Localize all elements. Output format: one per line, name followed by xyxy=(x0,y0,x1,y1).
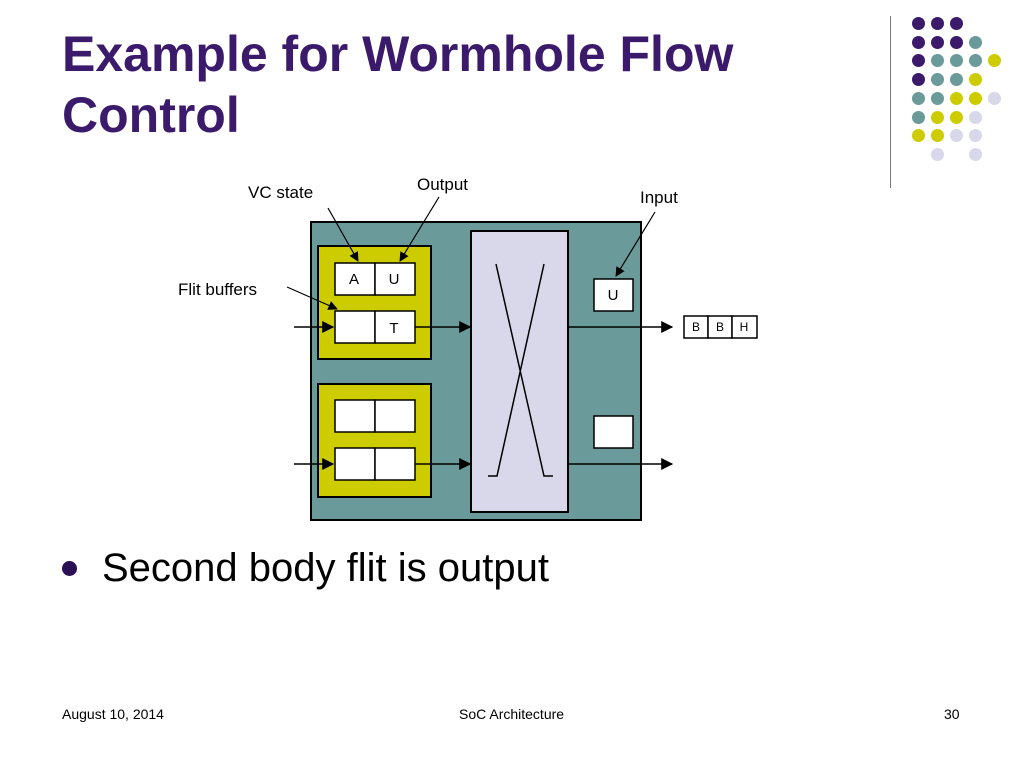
decorative-dot xyxy=(950,92,963,105)
decorative-dot xyxy=(931,73,944,86)
slide-title-line-2: Control xyxy=(62,87,240,143)
output-flit-h-text: H xyxy=(740,320,749,334)
decorative-dot xyxy=(912,111,925,124)
flit-buffer-cell xyxy=(334,310,376,344)
crossbar-path-2 xyxy=(488,263,545,477)
output-flit-b1-text: B xyxy=(692,320,700,334)
flit-buffers-label: Flit buffers xyxy=(178,280,257,299)
decorative-dot xyxy=(931,129,944,142)
crossbar-path-1 xyxy=(495,263,553,477)
decorative-dot xyxy=(969,54,982,67)
decorative-dot xyxy=(912,17,925,30)
flit-buffer-cell xyxy=(374,447,416,481)
vc-state-cell xyxy=(334,399,376,433)
decorative-dot xyxy=(931,17,944,30)
vc-state-cell xyxy=(374,399,416,433)
decorative-dot xyxy=(931,54,944,67)
slide-title: Example for Wormhole Flow Control xyxy=(62,24,862,146)
vc-state-label: VC state xyxy=(248,183,313,202)
decorative-dot xyxy=(950,17,963,30)
output-callout-arrow xyxy=(399,196,440,262)
bullet-marker xyxy=(62,561,77,576)
decorative-dot xyxy=(969,73,982,86)
vc-state-cell-u xyxy=(374,262,416,296)
decorative-dot xyxy=(988,92,1001,105)
decorative-dot xyxy=(969,36,982,49)
input-callout-arrow xyxy=(615,211,656,277)
footer-date: August 10, 2014 xyxy=(62,706,164,722)
flit-buffer-cell-t xyxy=(374,310,416,344)
vc-state-callout-arrow xyxy=(327,207,359,262)
slide-title-line-1: Example for Wormhole Flow xyxy=(62,26,734,82)
output-flit-h xyxy=(731,315,758,339)
decorative-dot xyxy=(950,73,963,86)
output-label: Output xyxy=(417,175,468,194)
decorative-dot xyxy=(988,54,1001,67)
decorative-dot xyxy=(950,129,963,142)
decorative-divider xyxy=(890,16,891,188)
output-vc-state-2 xyxy=(593,415,634,449)
decorative-dot xyxy=(912,54,925,67)
crossbar-switch xyxy=(470,230,569,513)
vc-state-u-text: U xyxy=(389,271,400,288)
decorative-dot xyxy=(912,36,925,49)
decorative-dot xyxy=(912,92,925,105)
input-label: Input xyxy=(640,188,678,207)
decorative-dot xyxy=(969,111,982,124)
flit-buffer-cell xyxy=(334,447,376,481)
output-vc-state-u-text: U xyxy=(608,287,619,304)
vc-state-a-text: A xyxy=(349,271,359,288)
output-flit-b2-text: B xyxy=(716,320,724,334)
decorative-dot xyxy=(969,92,982,105)
decorative-dot xyxy=(969,148,982,161)
flit-buffers-callout-arrow xyxy=(286,286,338,310)
decorative-dot xyxy=(969,129,982,142)
bullet-text: Second body flit is output xyxy=(102,546,549,590)
decorative-dot xyxy=(950,111,963,124)
decorative-dot xyxy=(912,73,925,86)
flit-buffer-t-text: T xyxy=(389,320,398,337)
decorative-dot xyxy=(931,148,944,161)
decorative-dot xyxy=(931,92,944,105)
footer-page-number: 30 xyxy=(944,706,960,722)
decorative-dot xyxy=(950,36,963,49)
decorative-dot xyxy=(912,129,925,142)
decorative-dot xyxy=(950,54,963,67)
footer-title: SoC Architecture xyxy=(459,706,565,722)
bullet-item: Second body flit is output xyxy=(62,546,549,591)
decorative-dot xyxy=(931,111,944,124)
output-vc-state-1 xyxy=(593,278,634,312)
decorative-dot xyxy=(931,36,944,49)
